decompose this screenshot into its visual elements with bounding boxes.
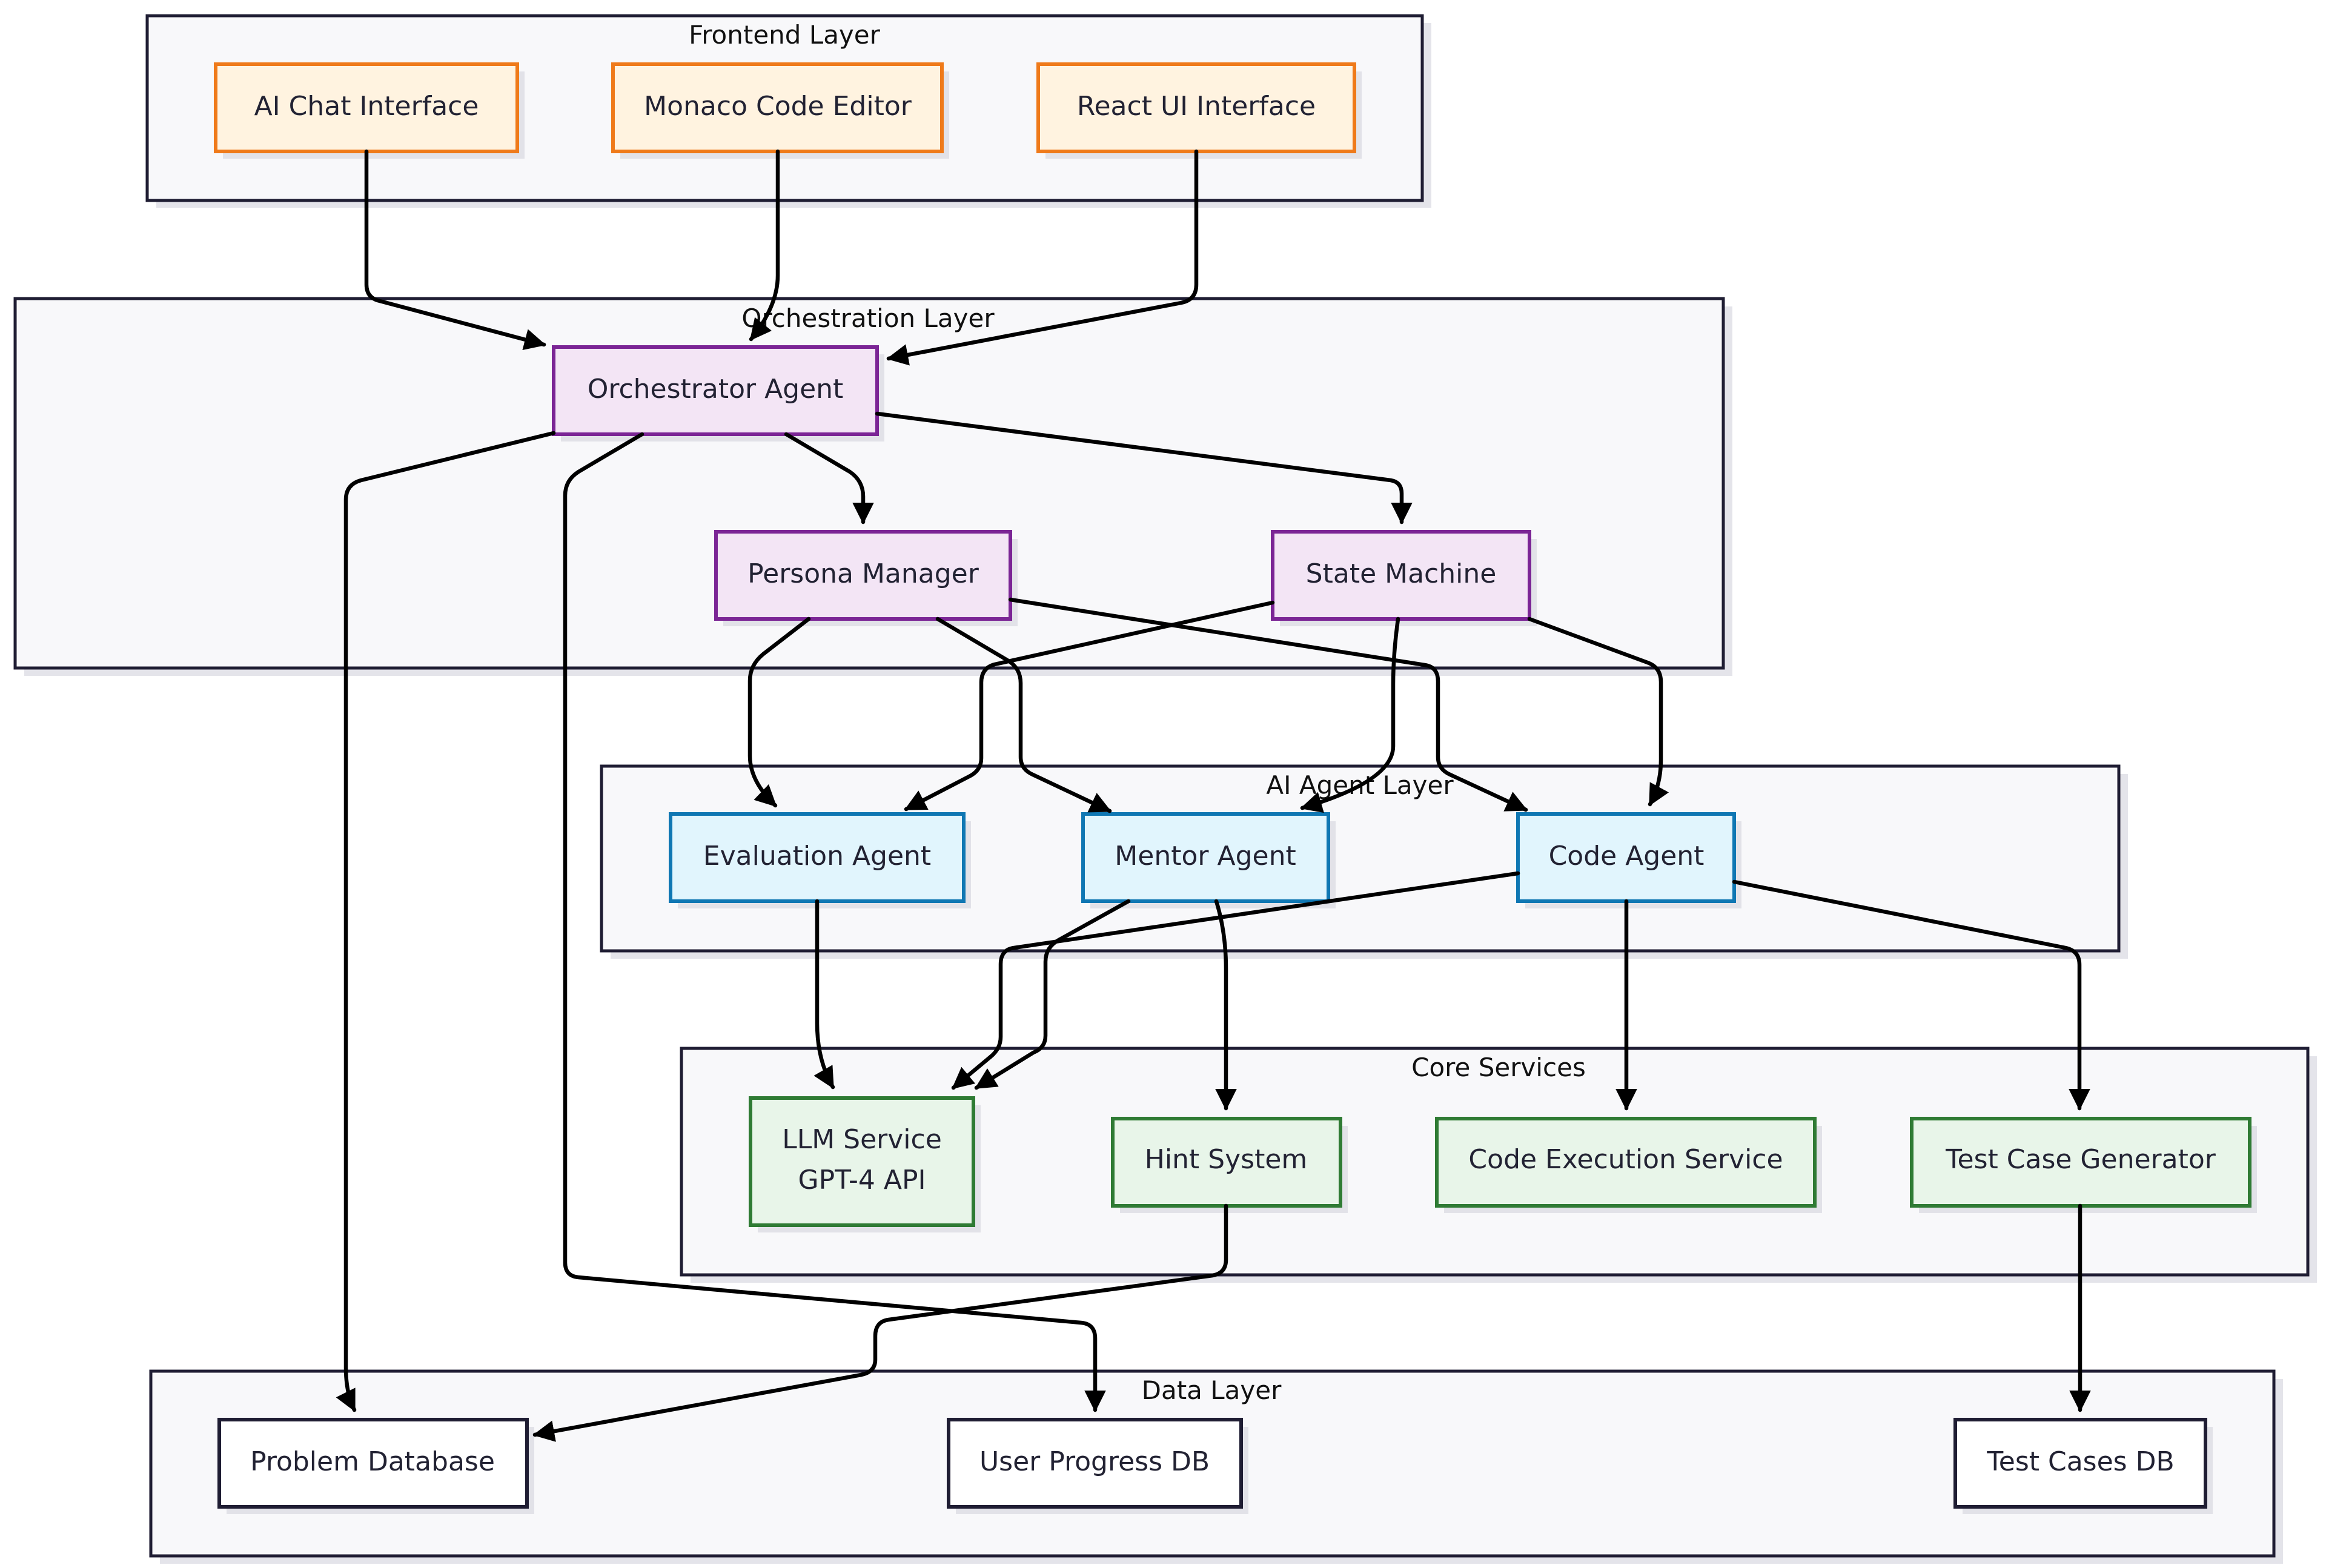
- code-execution-service-label: Code Execution Service: [1468, 1144, 1783, 1175]
- state-machine-node: State Machine: [1271, 530, 1537, 626]
- user-progress-db-node: User Progress DB: [947, 1418, 1248, 1514]
- code-agent-label: Code Agent: [1549, 841, 1705, 872]
- edge-orchestrator-problemdb: [336, 431, 556, 1412]
- problem-database-label: Problem Database: [250, 1446, 495, 1477]
- edge-mentor-hint: [1214, 899, 1237, 1111]
- ai-chat-interface-label: AI Chat Interface: [254, 91, 479, 122]
- hint-system-node: Hint System: [1111, 1117, 1348, 1213]
- problem-database-node: Problem Database: [217, 1418, 534, 1514]
- monaco-code-editor-node: Monaco Code Editor: [611, 62, 949, 159]
- llm-service-node: LLM Service GPT-4 API: [749, 1096, 981, 1232]
- orchestrator-agent-node: Orchestrator Agent: [552, 345, 884, 442]
- llm-service-label: LLM Service: [782, 1124, 942, 1155]
- edge-code-llm: [951, 871, 1520, 1090]
- edge-code-testgen: [1732, 879, 2090, 1111]
- data-layer-title: Data Layer: [1142, 1375, 1282, 1405]
- edges: [336, 149, 2091, 1442]
- edge-state-mentor: [1300, 617, 1400, 813]
- test-case-generator-node: Test Case Generator: [1910, 1117, 2257, 1213]
- react-ui-interface-node: React UI Interface: [1036, 62, 1362, 159]
- orchestrator-agent-label: Orchestrator Agent: [588, 374, 844, 405]
- edge-state-code: [1527, 617, 1669, 807]
- persona-manager-node: Persona Manager: [714, 530, 1018, 626]
- edge-react-orchestrator: [886, 149, 1199, 366]
- mentor-agent-label: Mentor Agent: [1115, 841, 1296, 872]
- evaluation-agent-label: Evaluation Agent: [703, 841, 931, 872]
- edge-state-evaluation: [904, 600, 1275, 812]
- ai-chat-interface-node: AI Chat Interface: [214, 62, 525, 159]
- persona-manager-label: Persona Manager: [747, 558, 979, 589]
- edge-persona-mentor: [935, 617, 1112, 813]
- evaluation-agent-node: Evaluation Agent: [669, 812, 971, 908]
- llm-service-sublabel: GPT-4 API: [798, 1165, 926, 1196]
- code-execution-service-node: Code Execution Service: [1435, 1117, 1822, 1213]
- state-machine-label: State Machine: [1306, 558, 1497, 589]
- hint-system-label: Hint System: [1145, 1144, 1308, 1175]
- test-cases-db-label: Test Cases DB: [1986, 1446, 2174, 1477]
- test-cases-db-node: Test Cases DB: [1953, 1418, 2213, 1514]
- react-ui-interface-label: React UI Interface: [1077, 91, 1316, 122]
- code-agent-node: Code Agent: [1516, 812, 1741, 908]
- edge-evaluation-llm: [813, 899, 835, 1090]
- test-case-generator-label: Test Case Generator: [1945, 1144, 2216, 1175]
- edge-orchestrator-state: [875, 411, 1413, 524]
- edge-hint-problemdb: [532, 1203, 1228, 1442]
- edge-orchestrator-persona: [784, 432, 874, 524]
- edge-persona-code: [1008, 597, 1528, 812]
- edge-monaco-orchestrator: [749, 149, 780, 342]
- frontend-layer-title: Frontend Layer: [689, 20, 881, 50]
- edge-chat-orchestrator: [364, 149, 546, 351]
- monaco-code-editor-label: Monaco Code Editor: [644, 91, 912, 122]
- edge-persona-evaluation: [747, 617, 811, 808]
- edge-orchestrator-progressdb: [563, 432, 1106, 1412]
- user-progress-db-label: User Progress DB: [979, 1446, 1210, 1477]
- orchestration-layer-title: Orchestration Layer: [741, 303, 995, 333]
- mentor-agent-node: Mentor Agent: [1081, 812, 1336, 908]
- core-services-layer-title: Core Services: [1411, 1053, 1586, 1082]
